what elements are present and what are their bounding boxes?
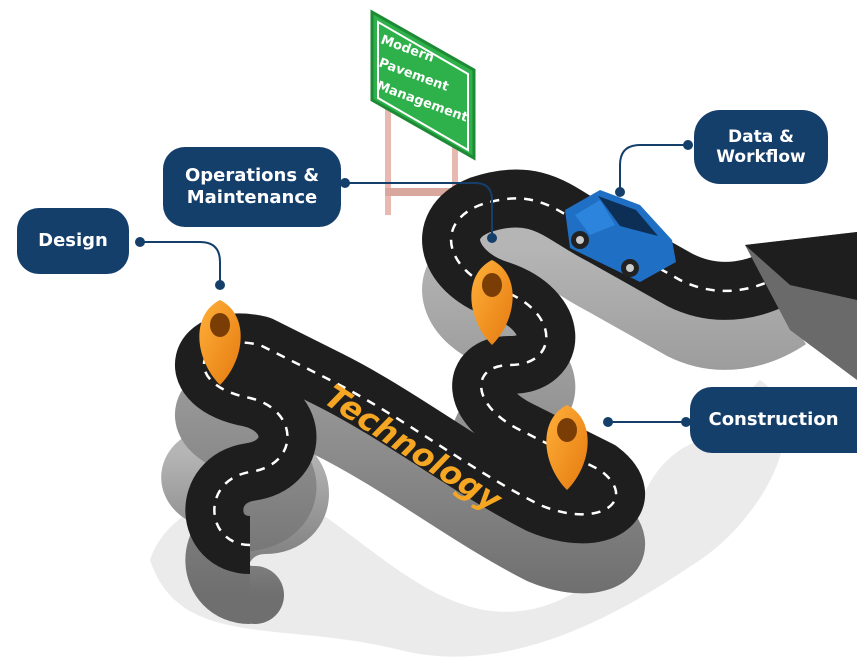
location-pin-icon	[199, 300, 241, 385]
connector-dots	[135, 140, 693, 427]
milestone-design-label: Design	[17, 208, 129, 274]
milestone-data-label: Data & Workflow	[694, 110, 828, 184]
road-center-line	[202, 197, 791, 547]
location-pin-icon	[471, 260, 513, 345]
road-sign-icon: Modern Pavement Management	[370, 9, 476, 220]
road-shadow	[150, 380, 785, 657]
location-pin-icon	[546, 405, 588, 490]
car-icon	[565, 190, 676, 282]
milestone-construction-label: Construction	[690, 387, 857, 453]
connector-lines	[140, 144, 688, 423]
arrow-icon	[745, 232, 857, 380]
milestone-operations-label: Operations & Maintenance	[163, 147, 341, 227]
